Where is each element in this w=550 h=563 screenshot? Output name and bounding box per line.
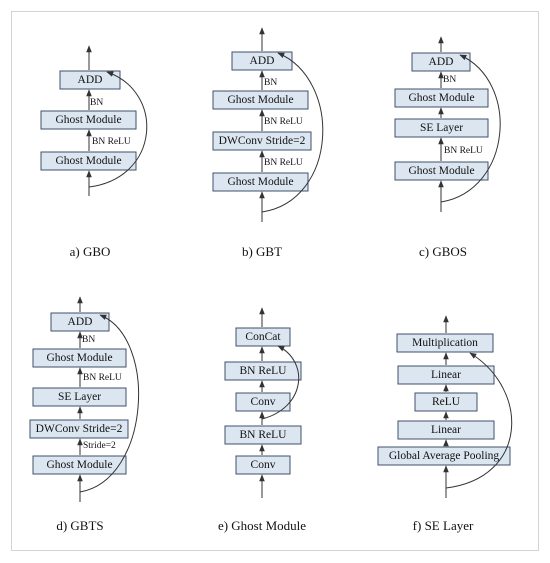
annotation-bn-relu: BN ReLU	[92, 137, 131, 147]
block-linear-upper: Linear	[397, 365, 495, 385]
skip-connection	[440, 54, 501, 203]
caption: e) Ghost Module	[218, 518, 306, 533]
skip-connection	[261, 52, 324, 213]
svg-text:ReLU: ReLU	[432, 396, 461, 408]
block-add: ADD	[59, 70, 121, 90]
block-add: ADD	[231, 51, 293, 71]
block-se-layer: SE Layer	[32, 387, 127, 407]
panel-gbts: ADD BN Ghost Module BN ReLU SE Layer DWC…	[29, 296, 139, 533]
block-conv-upper: Conv	[235, 392, 291, 412]
svg-text:Linear: Linear	[431, 424, 461, 436]
block-ghost-module-lower: Ghost Module	[394, 161, 489, 181]
panel-ghost-module: ConCat BN ReLU Conv BN ReLU Conv e) Ghos…	[218, 307, 306, 533]
skip-connection	[445, 352, 513, 489]
svg-text:ConCat: ConCat	[245, 331, 281, 343]
svg-text:Conv: Conv	[251, 396, 276, 408]
svg-text:Ghost Module: Ghost Module	[46, 459, 112, 471]
svg-text:Ghost Module: Ghost Module	[55, 114, 121, 126]
svg-text:DWConv Stride=2: DWConv Stride=2	[219, 135, 306, 147]
block-ghost-module-lower: Ghost Module	[40, 151, 137, 171]
caption: f) SE Layer	[413, 518, 474, 533]
svg-text:SE Layer: SE Layer	[58, 391, 101, 403]
skip-connection	[88, 71, 148, 188]
svg-text:Ghost Module: Ghost Module	[408, 165, 474, 177]
annotation-bn: BN	[443, 75, 456, 85]
block-bn-relu-upper: BN ReLU	[224, 361, 302, 381]
svg-text:Ghost Module: Ghost Module	[227, 94, 293, 106]
block-ghost-module-upper: Ghost Module	[40, 110, 137, 130]
block-linear-lower: Linear	[397, 420, 495, 440]
block-ghost-module-lower: Ghost Module	[212, 172, 309, 192]
annotation-bn-relu: BN ReLU	[83, 373, 122, 383]
svg-text:Ghost Module: Ghost Module	[55, 155, 121, 167]
block-ghost-module-upper: Ghost Module	[212, 90, 309, 110]
svg-text:Ghost Module: Ghost Module	[227, 176, 293, 188]
annotation-stride: Stride=2	[83, 441, 116, 451]
panel-se-layer: Multiplication Linear ReLU Linear Global…	[377, 315, 513, 533]
block-add: ADD	[411, 52, 471, 72]
svg-text:Ghost Module: Ghost Module	[46, 352, 112, 364]
svg-text:ADD: ADD	[68, 316, 93, 328]
svg-text:Conv: Conv	[251, 459, 276, 471]
annotation-bn-relu: BN ReLU	[444, 146, 483, 156]
annotation-bn-relu: BN ReLU	[264, 117, 303, 127]
svg-text:BN ReLU: BN ReLU	[240, 429, 288, 441]
block-bn-relu-lower: BN ReLU	[224, 425, 302, 445]
panel-gbos: ADD BN Ghost Module SE Layer BN ReLU Gho…	[394, 36, 501, 259]
svg-text:Linear: Linear	[431, 369, 461, 381]
annotation-bn: BN	[90, 98, 103, 108]
svg-text:ADD: ADD	[250, 55, 275, 67]
annotation-bn: BN	[82, 335, 95, 345]
caption: b) GBT	[242, 244, 282, 259]
block-ghost-module-upper: Ghost Module	[394, 88, 489, 108]
block-global-average-pooling: Global Average Pooling	[377, 446, 511, 466]
block-relu: ReLU	[414, 392, 478, 412]
svg-text:Ghost Module: Ghost Module	[408, 92, 474, 104]
block-dwconv: DWConv Stride=2	[29, 419, 129, 439]
caption: c) GBOS	[419, 244, 467, 259]
skip-connection	[261, 345, 300, 420]
block-ghost-module-upper: Ghost Module	[32, 348, 127, 368]
block-multiplication: Multiplication	[396, 333, 494, 353]
svg-text:ADD: ADD	[429, 56, 454, 68]
panel-gbo: ADD BN Ghost Module BN ReLU Ghost Module…	[40, 45, 148, 259]
panel-gbt: ADD BN Ghost Module BN ReLU DWConv Strid…	[212, 27, 324, 259]
block-concat: ConCat	[235, 327, 291, 347]
annotation-bn: BN	[264, 78, 277, 88]
svg-text:SE Layer: SE Layer	[420, 122, 463, 134]
svg-text:Multiplication: Multiplication	[412, 337, 478, 349]
svg-text:DWConv Stride=2: DWConv Stride=2	[36, 423, 123, 435]
block-conv-lower: Conv	[235, 455, 291, 475]
svg-text:ADD: ADD	[78, 74, 103, 86]
block-add: ADD	[50, 312, 110, 332]
figure-frame	[11, 11, 539, 551]
svg-text:Global Average Pooling: Global Average Pooling	[389, 450, 500, 462]
skip-connection	[79, 314, 139, 493]
caption: d) GBTS	[56, 518, 103, 533]
block-ghost-module-lower: Ghost Module	[32, 455, 127, 475]
annotation-bn-relu: BN ReLU	[264, 158, 303, 168]
block-dwconv: DWConv Stride=2	[212, 131, 312, 151]
block-se-layer: SE Layer	[394, 118, 489, 138]
svg-text:BN ReLU: BN ReLU	[240, 365, 288, 377]
caption: a) GBO	[70, 244, 111, 259]
